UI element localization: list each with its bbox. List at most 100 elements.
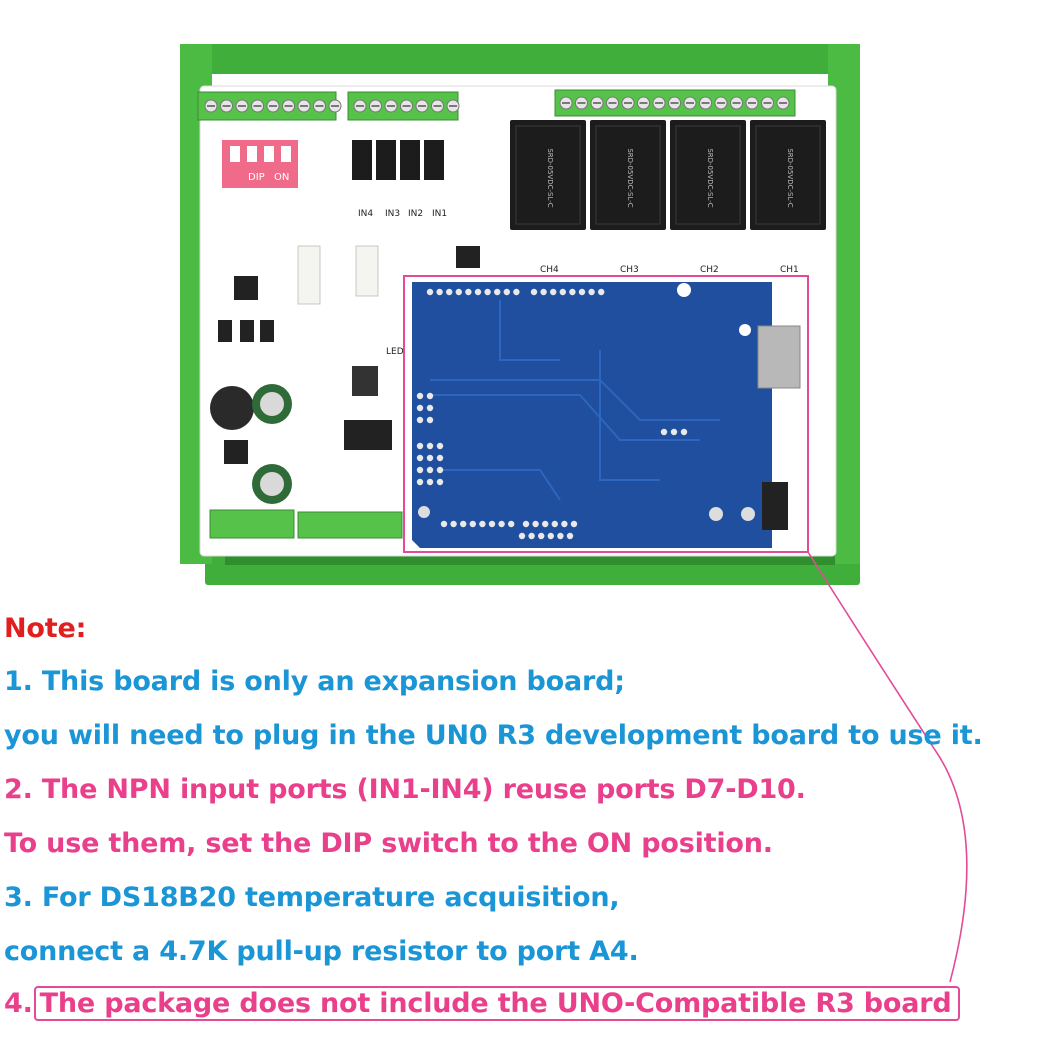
note-line-7-boxed: The package does not include the UNO-Com…: [33, 986, 960, 1021]
header-pin: [460, 520, 467, 528]
header-pin: [532, 520, 539, 528]
header-pin: [660, 428, 668, 436]
header-pin: [416, 392, 424, 400]
dip-key: [264, 146, 274, 162]
header-pin: [680, 428, 688, 436]
relay: [750, 120, 826, 230]
header-pin: [416, 454, 424, 462]
label-led: LED: [386, 347, 404, 357]
header-pin: [530, 288, 538, 296]
header-pin: [436, 466, 444, 474]
header-pin: [465, 288, 472, 296]
header-pin: [598, 288, 605, 296]
header-pin: [474, 288, 482, 296]
optocoupler: [376, 140, 396, 180]
relay: [670, 120, 746, 230]
dip-on-label: ON: [274, 172, 289, 183]
header-pin: [426, 288, 434, 296]
label-ch4: CH4: [540, 265, 559, 275]
label-ch2: CH2: [700, 265, 719, 275]
header-pin: [498, 520, 505, 528]
header-pin: [426, 454, 434, 462]
highlight-box: [403, 275, 809, 553]
relay-label: SRD-05VDC-SL-C: [786, 148, 794, 207]
relay-label: SRD-05VDC-SL-C: [706, 148, 714, 207]
header-pin: [426, 416, 434, 424]
housing-top-rail: [180, 44, 860, 74]
relay-label: SRD-05VDC-SL-C: [546, 148, 554, 207]
header-pin: [488, 520, 496, 528]
label-ch1: CH1: [780, 265, 799, 275]
header-pin: [559, 288, 566, 296]
header-pin: [588, 288, 595, 296]
header-pin: [416, 478, 424, 486]
arduino-header-pins: [416, 288, 688, 540]
header-pin: [547, 532, 554, 540]
label-in3: IN3: [385, 209, 400, 219]
header-pin: [416, 442, 424, 450]
header-pin: [416, 404, 424, 412]
note-heading: Note:: [4, 613, 87, 644]
optocouplers: [352, 140, 444, 180]
header-pin: [426, 478, 434, 486]
label-in4: IN4: [358, 209, 373, 219]
header-pin: [494, 288, 501, 296]
note-line-7-prefix: 4.: [4, 988, 33, 1019]
header-pin: [450, 520, 457, 528]
header-pin: [578, 288, 586, 296]
terminal-block-rs485: [297, 511, 403, 539]
note-line-3: 2. The NPN input ports (IN1-IN4) reuse p…: [4, 774, 806, 805]
header-pin: [436, 478, 444, 486]
header-pin: [440, 520, 448, 528]
note-line-6: connect a 4.7K pull-up resistor to port …: [4, 936, 639, 967]
header-pin: [550, 288, 557, 296]
header-pin: [542, 520, 549, 528]
header-pin: [540, 288, 547, 296]
header-pin: [436, 442, 444, 450]
label-ch3: CH3: [620, 265, 639, 275]
header-pin: [508, 520, 515, 528]
arduino-board: [412, 282, 772, 548]
header-pin: [416, 466, 424, 474]
header-pin: [426, 442, 434, 450]
inductor: [210, 386, 254, 430]
arduino-traces: [430, 300, 720, 501]
header-pin: [426, 404, 434, 412]
relay: [590, 120, 666, 230]
relay-label: SRD-05VDC-SL-C: [626, 148, 634, 207]
header-pin: [469, 520, 476, 528]
dip-key: [281, 146, 291, 162]
header-pin: [446, 288, 453, 296]
dip-label: DIP: [248, 172, 265, 183]
relays: SRD-05VDC-SL-C SRD-05VDC-SL-C SRD-05VDC-SL…: [510, 120, 826, 230]
note-line-4: To use them, set the DIP switch to the O…: [4, 828, 773, 859]
optocoupler: [424, 140, 444, 180]
connector-a5-a4: [297, 245, 321, 305]
header-pin: [561, 520, 568, 528]
header-pin: [479, 520, 486, 528]
dip-keys: [230, 146, 291, 162]
label-in1: IN1: [432, 209, 447, 219]
header-pin: [538, 532, 545, 540]
header-pin: [557, 532, 564, 540]
header-pin: [670, 428, 678, 436]
header-pin: [566, 532, 574, 540]
header-pin: [426, 466, 434, 474]
header-pin: [416, 416, 424, 424]
header-pin: [570, 520, 578, 528]
header-pin: [455, 288, 462, 296]
header-pin: [551, 520, 558, 528]
header-pin: [484, 288, 491, 296]
header-pin: [436, 288, 443, 296]
note-line-7: 4.The package does not include the UNO-C…: [4, 986, 960, 1021]
usb-port: [757, 325, 801, 389]
optocoupler: [352, 140, 372, 180]
relay: [510, 120, 586, 230]
note-line-1: 1. This board is only an expansion board…: [4, 666, 625, 697]
header-pin: [528, 532, 535, 540]
note-line-2: you will need to plug in the UN0 R3 deve…: [4, 720, 983, 751]
header-pin: [518, 532, 526, 540]
label-in2: IN2: [408, 209, 423, 219]
header-pin: [436, 454, 444, 462]
